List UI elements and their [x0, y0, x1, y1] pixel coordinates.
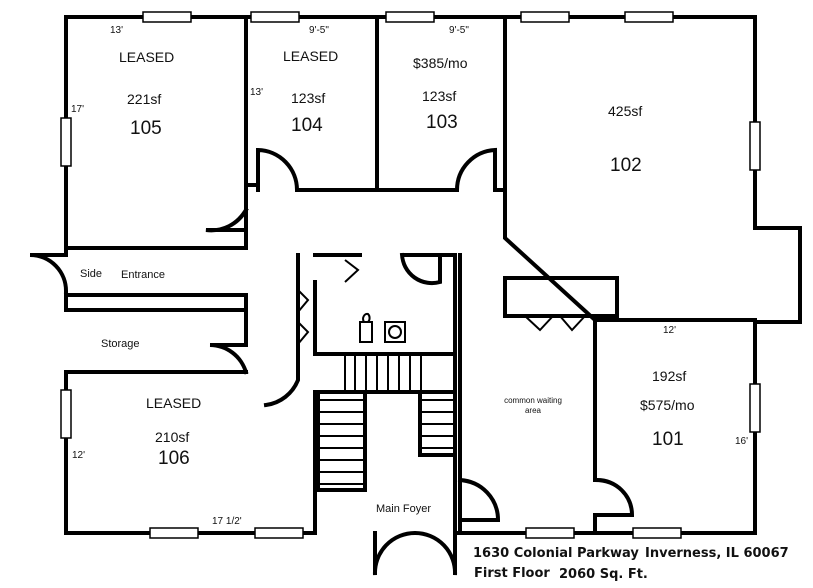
room-102-number: 102 — [610, 155, 642, 176]
room-105-status: LEASED — [119, 49, 174, 65]
room-106-number: 106 — [158, 448, 190, 469]
floor-label: First Floor — [474, 566, 550, 581]
window — [142, 11, 192, 23]
waiting-area-label-2: area — [525, 406, 542, 415]
room-105-dim-side: 17' — [71, 104, 84, 115]
room-105-area: 221sf — [127, 91, 161, 107]
window — [254, 527, 304, 539]
room-101-price: $575/mo — [640, 397, 695, 413]
window — [525, 527, 575, 539]
city: Inverness, IL 60067 — [645, 546, 789, 561]
room-103-area: 123sf — [422, 88, 456, 104]
window — [749, 383, 761, 433]
room-105-dim-top: 13' — [110, 25, 123, 36]
room-101-dim-top: 12' — [663, 325, 676, 336]
window — [60, 117, 72, 167]
window — [749, 121, 761, 171]
room-103-number: 103 — [426, 112, 458, 133]
room-101-number: 101 — [652, 429, 684, 450]
room-104-status: LEASED — [283, 48, 338, 64]
window — [60, 389, 72, 439]
waiting-area-label: common waiting — [504, 396, 562, 405]
room-103-price: $385/mo — [413, 55, 468, 71]
window — [624, 11, 674, 23]
storage-label: Storage — [101, 338, 140, 350]
room-104-number: 104 — [291, 115, 323, 136]
room-104-dim-side: 13' — [250, 87, 263, 98]
entrance-label: Entrance — [121, 269, 165, 281]
window — [385, 11, 435, 23]
address: 1630 Colonial Parkway — [473, 546, 639, 561]
window — [632, 527, 682, 539]
windows — [60, 11, 761, 539]
room-102-area: 425sf — [608, 103, 642, 119]
room-104-dim-top: 9'-5" — [309, 25, 329, 36]
main-foyer-label: Main Foyer — [376, 503, 431, 515]
room-106-dim-bottom: 17 1/2' — [212, 516, 242, 527]
room-105-number: 105 — [130, 118, 162, 139]
window — [520, 11, 570, 23]
window — [149, 527, 199, 539]
window — [250, 11, 300, 23]
side-label: Side — [80, 268, 102, 280]
room-106-status: LEASED — [146, 395, 201, 411]
room-106-area: 210sf — [155, 429, 189, 445]
room-103-dim-top: 9'-5" — [449, 25, 469, 36]
total-area: 2060 Sq. Ft. — [559, 567, 648, 582]
room-101-area: 192sf — [652, 368, 686, 384]
walls — [29, 15, 802, 576]
room-104-area: 123sf — [291, 90, 325, 106]
room-101-dim-side: 16' — [735, 436, 748, 447]
room-106-dim-side: 12' — [72, 450, 85, 461]
